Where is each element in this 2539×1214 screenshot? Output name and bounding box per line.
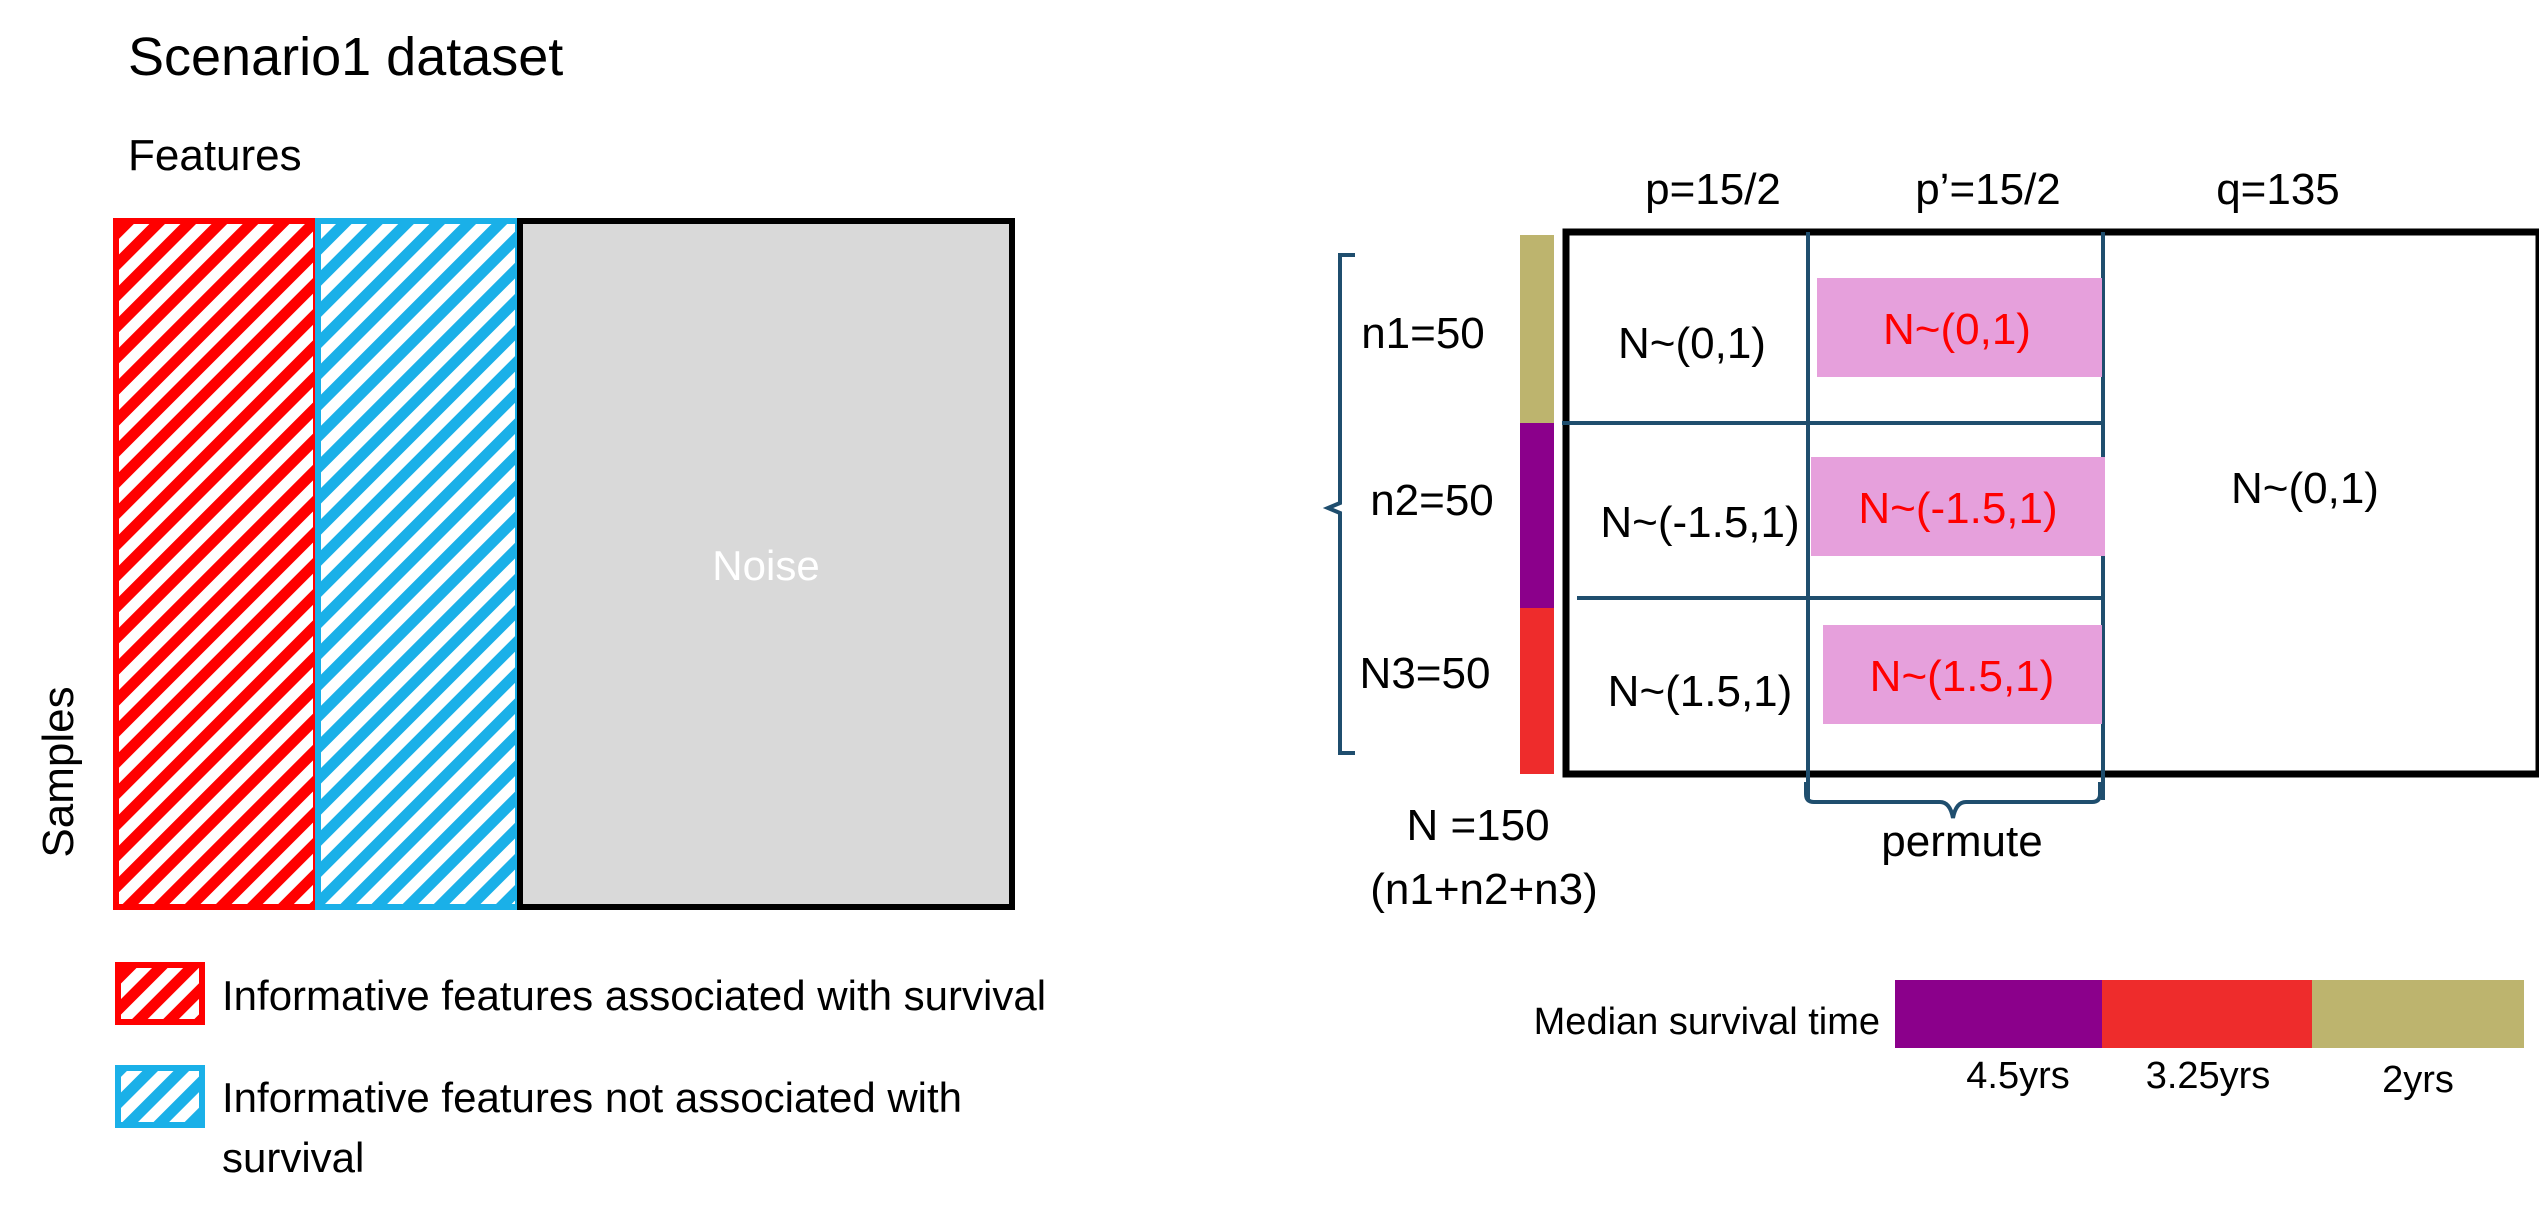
group3-col2-value: N~(1.5,1) xyxy=(1870,652,2055,701)
col-header-p-prime: p’=15/2 xyxy=(1915,165,2061,214)
survival-segment-2 xyxy=(2102,980,2312,1048)
group2-col2-value: N~(-1.5,1) xyxy=(1858,484,2057,533)
group1-col2-value: N~(0,1) xyxy=(1883,305,2031,354)
group2-label: n2=50 xyxy=(1370,476,1494,525)
survival-label-2: 3.25yrs xyxy=(2146,1055,2271,1097)
total-samples-formula: (n1+n2+n3) xyxy=(1370,865,1598,914)
legend-nonsurvival-label-line2: survival xyxy=(222,1134,364,1181)
data-matrix xyxy=(1562,228,2539,778)
legend-survival-swatch xyxy=(115,962,205,1025)
col-header-p: p=15/2 xyxy=(1645,165,1781,214)
group3-permuted-block xyxy=(1823,625,2102,724)
group3-color-strip xyxy=(1520,608,1554,774)
group1-label: n1=50 xyxy=(1361,309,1485,358)
group1-color-strip xyxy=(1520,235,1554,423)
survival-label-3: 2yrs xyxy=(2382,1059,2454,1101)
survival-segment-1 xyxy=(1895,980,2102,1048)
group3-col1-value: N~(1.5,1) xyxy=(1608,667,1793,716)
group2-permuted-block xyxy=(1811,457,2105,556)
group2-col1-value: N~(-1.5,1) xyxy=(1600,498,1799,547)
col3-value: N~(0,1) xyxy=(2231,464,2379,513)
survival-title: Median survival time xyxy=(1534,1001,1880,1043)
noise-label: Noise xyxy=(712,542,819,589)
informative-survival-block xyxy=(113,218,319,910)
group2-color-strip xyxy=(1520,423,1554,608)
samples-label: Samples xyxy=(34,686,83,857)
features-label: Features xyxy=(128,131,302,180)
legend-nonsurvival-swatch xyxy=(115,1065,205,1128)
noise-block xyxy=(517,218,1015,910)
permute-bracket xyxy=(1804,782,2102,819)
survival-label-1: 4.5yrs xyxy=(1966,1055,2069,1097)
survival-segment-3 xyxy=(2312,980,2524,1048)
group1-col1-value: N~(0,1) xyxy=(1618,319,1766,368)
group1-permuted-block xyxy=(1817,278,2102,377)
informative-nonsurvival-block xyxy=(315,218,521,910)
diagram-title: Scenario1 dataset xyxy=(128,27,563,87)
group-bracket xyxy=(1322,253,1355,755)
legend-nonsurvival-label-line1: Informative features not associated with xyxy=(222,1074,962,1121)
legend-survival-label: Informative features associated with sur… xyxy=(222,972,1046,1019)
group3-label: N3=50 xyxy=(1360,649,1491,698)
total-samples-label: N =150 xyxy=(1406,801,1549,850)
permute-label: permute xyxy=(1881,817,2042,866)
col-header-q: q=135 xyxy=(2216,165,2340,214)
